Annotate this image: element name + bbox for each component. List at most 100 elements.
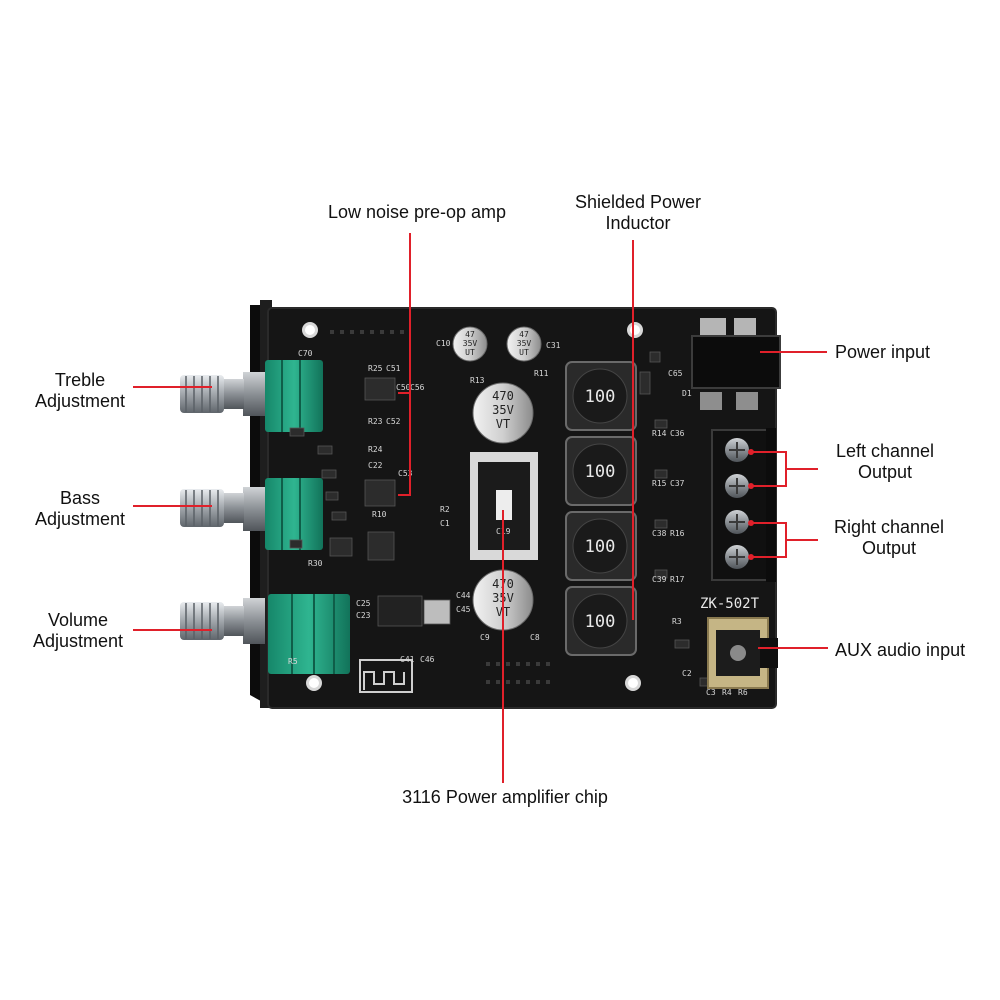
callout-treble-line2: Adjustment [34,391,126,411]
silk-label: C37 [670,479,685,488]
screw-terminal-block [711,428,776,582]
cap-label: UT [465,348,475,357]
power-jack[interactable] [691,318,781,410]
silk-label: C41 [400,655,415,664]
callout-amp-chip: 3116 Power amplifier chip [370,787,640,808]
silk-label: C70 [298,349,313,358]
callout-aux-input: AUX audio input [835,640,965,661]
mounting-hole-center [305,325,315,335]
silk-label: C38 [652,529,667,538]
aux-jack[interactable] [707,617,778,689]
silkscreen: C70 R25 C51 C50 C56 R23 C52 R24 C22 C53 … [288,339,748,697]
silk-label: C1 [440,519,450,528]
volume-potentiometer[interactable] [180,594,350,674]
silk-label: R15 [652,479,667,488]
silk-label: C22 [368,461,383,470]
power-inductor: 100 [565,586,637,656]
antenna-trace [363,671,405,690]
callout-left-output: Left channel Output [820,441,950,483]
inductor-label: 100 [585,462,616,482]
cap-label: 47 [465,330,475,339]
callout-preamp-text: Low noise pre-op amp [327,202,507,222]
pot-shaft [222,379,244,409]
pot-body [265,360,323,432]
small-capacitor: 47 35V UT [452,326,488,362]
callout-preamp: Low noise pre-op amp [312,202,522,223]
cap-label: UT [519,348,529,357]
cap-label: 470 [492,389,514,403]
callout-aux-input-text: AUX audio input [835,640,966,660]
silk-label: C52 [386,417,401,426]
callout-inductor-line1: Shielded Power [574,192,702,212]
silk-label: C44 [456,591,471,600]
bass-potentiometer[interactable] [180,478,323,550]
silk-label: C25 [356,599,371,608]
callout-right-output-line1: Right channel [833,517,945,537]
silk-label: C2 [682,669,692,678]
mounting-hole-center [628,678,638,688]
silk-label: C39 [652,575,667,584]
cap-label: VT [496,417,510,431]
silk-label: C9 [480,633,490,642]
callout-power-input: Power input [835,342,930,363]
cap-label: 47 [519,330,529,339]
power-inductor: 100 [565,361,637,431]
pot-nut [243,487,265,531]
callout-dots [748,449,754,560]
mounting-hole-center [309,678,319,688]
callout-bass-line2: Adjustment [34,509,126,529]
silk-label: C3 [706,688,716,697]
silk-label: R24 [368,445,383,454]
silk-label: C51 [386,364,401,373]
cap-label: 35V [492,403,514,417]
callout-treble-line1: Treble [54,370,106,390]
pot-body [268,594,350,674]
silk-label: R17 [670,575,685,584]
silk-label: C50 [396,383,411,392]
inductor-label: 100 [585,537,616,557]
chip-thermal-pad [496,490,512,520]
silk-label: R13 [470,376,485,385]
callout-inductor-line2: Inductor [605,213,671,233]
power-inductor: 100 [565,511,637,581]
treble-potentiometer[interactable] [180,360,323,432]
cap-label: 35V [463,339,478,348]
pot-nut [243,598,265,644]
silk-label: C36 [670,429,685,438]
callout-power-input-text: Power input [835,342,931,362]
amplifier-chip [470,452,538,560]
callout-inductor: Shielded Power Inductor [548,192,728,234]
model-label: ZK-502T [700,596,760,612]
inductor-label: 100 [585,612,616,632]
silk-label: D1 [682,389,692,398]
silk-label: C53 [398,469,413,478]
silk-label: R11 [534,369,549,378]
silk-label: R14 [652,429,667,438]
callout-right-output-line2: Output [861,538,917,558]
silk-label: C10 [436,339,451,348]
preamp-callout-line [398,233,411,496]
silk-label: C31 [546,341,561,350]
silk-label: C65 [668,369,683,378]
pad-row [330,330,550,684]
callout-left-output-line1: Left channel [835,441,935,461]
mounting-hole-center [630,325,640,335]
silk-label: R16 [670,529,685,538]
small-capacitor: 47 35V UT [506,326,542,362]
pot-body [265,478,323,550]
large-capacitor: 470 35V VT [472,382,534,444]
callout-volume-line2: Adjustment [32,631,124,651]
silk-label: R3 [672,617,682,626]
callout-right-output: Right channel Output [820,517,958,559]
inductor-label: 100 [585,387,616,407]
power-inductor: 100 [565,436,637,506]
callout-left-output-line2: Output [857,462,913,482]
pot-shaft [222,493,244,523]
silk-label: C46 [420,655,435,664]
pot-nut [243,372,265,416]
silk-label: R6 [738,688,748,697]
silk-label: C23 [356,611,371,620]
silk-label: R30 [308,559,323,568]
silk-label: R25 [368,364,383,373]
